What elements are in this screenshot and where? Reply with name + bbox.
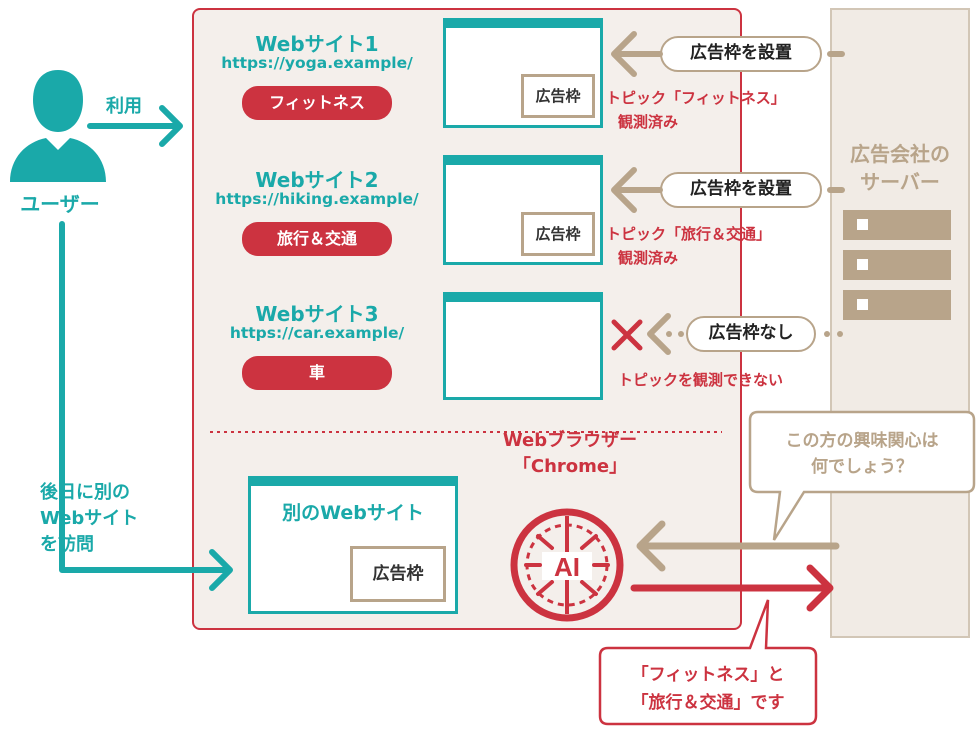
site-1-ad-slot: 広告枠 xyxy=(521,74,595,118)
later-visit-line3: を訪問 xyxy=(40,534,94,555)
site-1-topic-badge: フィットネス xyxy=(242,86,392,120)
query-bubble xyxy=(748,410,976,541)
site-2-ad-slot: 広告枠 xyxy=(521,212,595,256)
site-2-observe-status: 観測済み xyxy=(618,249,679,267)
site-1-server-action: 広告枠を設置 xyxy=(660,36,822,72)
query-arrow xyxy=(636,520,840,572)
browser-name: Webブラウザー xyxy=(502,430,638,451)
answer-bubble-line2: 「旅行＆交通」です xyxy=(631,693,785,713)
answer-arrow xyxy=(630,564,834,612)
site-1-url: https://yoga.example/ xyxy=(221,54,413,72)
site-2-url: https://hiking.example/ xyxy=(215,190,419,208)
user-label: ユーザー xyxy=(20,192,100,216)
site-2-ad-arrow xyxy=(611,167,845,213)
browser-product: 「Chrome」 xyxy=(512,456,628,477)
site-3-topic-badge: 車 xyxy=(242,356,392,390)
server-title-line2: サーバー xyxy=(860,170,940,194)
site-2-observe-topic: トピック「旅行＆交通」 xyxy=(606,225,772,243)
server-rack-unit xyxy=(843,210,951,240)
site-2-topic-badge: 旅行＆交通 xyxy=(242,222,392,256)
ad-server-panel xyxy=(830,8,970,638)
ai-label: AI xyxy=(554,552,580,582)
site-1-ad-arrow xyxy=(611,31,845,77)
site-1-title: Webサイト1 xyxy=(255,32,379,56)
site-1-observe-topic: トピック「フィットネス」 xyxy=(606,89,786,107)
site-2-title: Webサイト2 xyxy=(255,168,379,192)
site-3-server-action: 広告枠なし xyxy=(686,316,816,352)
other-site-title: 別のWebサイト xyxy=(282,502,424,524)
query-bubble-line1: この方の興味関心は xyxy=(785,431,939,451)
server-rack-unit xyxy=(843,290,951,320)
site-3-window xyxy=(443,292,603,400)
site-3-url: https://car.example/ xyxy=(229,324,405,342)
other-site-ad-slot: 広告枠 xyxy=(350,546,446,602)
site-2-server-action: 広告枠を設置 xyxy=(660,172,822,208)
no-ad-cross-icon xyxy=(611,319,643,351)
server-rack-unit xyxy=(843,250,951,280)
site-3-title: Webサイト3 xyxy=(255,302,379,326)
answer-bubble-line1: 「フィットネス」と xyxy=(631,665,785,685)
answer-bubble xyxy=(598,599,818,726)
use-arrow xyxy=(87,105,183,147)
query-bubble-line2: 何でしょう？ xyxy=(811,457,913,477)
user-icon xyxy=(10,70,106,182)
site-3-no-ad-connector xyxy=(647,313,843,355)
use-label: 利用 xyxy=(106,96,142,117)
site-3-observe-status: トピックを観測できない xyxy=(618,371,784,389)
ai-brain-icon: AI xyxy=(510,508,624,622)
site-1-observe-status: 観測済み xyxy=(618,113,679,131)
later-visit-arrow xyxy=(59,221,233,591)
server-title-line1: 広告会社の xyxy=(850,142,950,166)
